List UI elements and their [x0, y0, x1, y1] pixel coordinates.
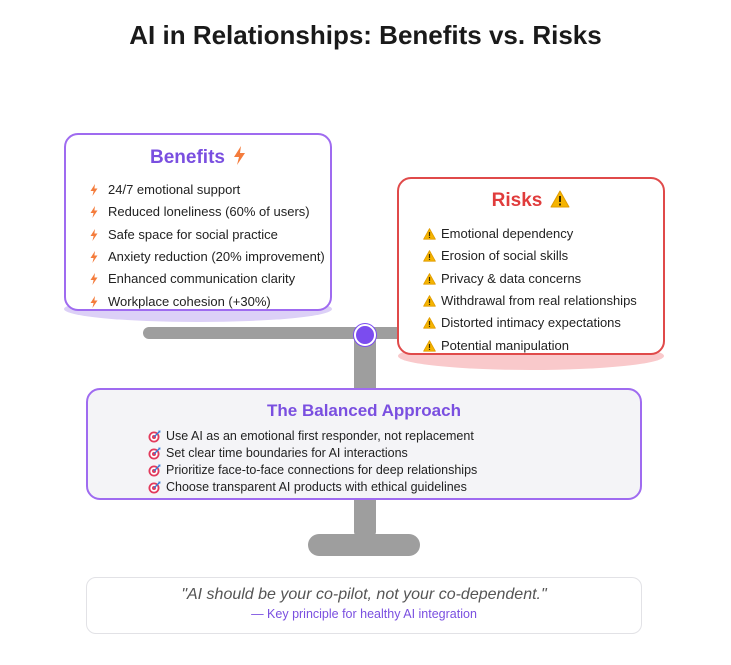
lightning-icon: [90, 273, 108, 286]
scale-pillar-upper: [354, 340, 376, 395]
lightning-icon: [90, 184, 108, 197]
target-icon: [148, 430, 166, 443]
balanced-approach-list: Use AI as an emotional first responder, …: [88, 428, 640, 496]
lightning-icon: [90, 206, 108, 219]
lightning-icon: [90, 228, 108, 241]
benefits-item-label: Anxiety reduction (20% improvement): [108, 249, 325, 265]
approach-item-label: Use AI as an emotional first responder, …: [166, 429, 474, 443]
approach-item: Use AI as an emotional first responder, …: [148, 428, 640, 445]
scale-pivot: [354, 324, 376, 346]
risks-heading: Risks: [399, 190, 663, 214]
balanced-approach-panel: The Balanced Approach Use AI as an emoti…: [86, 388, 642, 500]
approach-item-label: Prioritize face-to-face connections for …: [166, 463, 478, 477]
benefits-item: Reduced loneliness (60% of users): [90, 201, 330, 223]
benefits-item: Anxiety reduction (20% improvement): [90, 246, 330, 268]
warning-icon: [423, 250, 441, 263]
approach-item-label: Set clear time boundaries for AI interac…: [166, 446, 408, 460]
warning-icon: [423, 295, 441, 307]
benefits-heading: Benefits: [66, 146, 330, 170]
warning-icon: [423, 317, 441, 329]
warning-icon: [423, 228, 441, 240]
quote-box: "AI should be your co-pilot, not your co…: [86, 577, 642, 634]
warning-icon: [423, 339, 441, 352]
target-icon: [148, 481, 166, 494]
risks-item: Emotional dependency: [423, 223, 663, 245]
benefits-title: Benefits: [150, 147, 225, 168]
scale-base: [308, 534, 420, 556]
warning-icon: [423, 272, 441, 285]
benefits-item: 24/7 emotional support: [90, 179, 330, 201]
benefits-item: Enhanced communication clarity: [90, 268, 330, 290]
approach-item: Choose transparent AI products with ethi…: [148, 479, 640, 496]
quote-text: "AI should be your co-pilot, not your co…: [181, 586, 547, 603]
risks-item: Erosion of social skills: [423, 245, 663, 267]
risks-item-label: Erosion of social skills: [441, 248, 569, 264]
benefits-item: Safe space for social practice: [90, 224, 330, 246]
risks-item-label: Withdrawal from real relationships: [441, 293, 637, 309]
approach-item-label: Choose transparent AI products with ethi…: [166, 480, 467, 494]
risks-item-label: Distorted intimacy expectations: [441, 315, 621, 331]
benefits-item: Workplace cohesion (+30%): [90, 290, 330, 312]
target-icon: [148, 447, 166, 460]
risks-item: Potential manipulation: [423, 334, 663, 356]
risks-item-label: Emotional dependency: [441, 226, 574, 242]
lightning-icon: [90, 295, 108, 308]
benefits-item-label: 24/7 emotional support: [108, 182, 241, 198]
benefits-item-label: Enhanced communication clarity: [108, 271, 296, 287]
lightning-icon: [233, 146, 246, 171]
benefits-item-label: Workplace cohesion (+30%): [108, 293, 271, 309]
quote-attribution: — Key principle for healthy AI integrati…: [251, 607, 477, 621]
approach-item: Set clear time boundaries for AI interac…: [148, 445, 640, 462]
risks-item: Privacy & data concerns: [423, 268, 663, 290]
balanced-approach-title: The Balanced Approach: [267, 401, 461, 420]
lightning-icon: [90, 251, 108, 264]
approach-item: Prioritize face-to-face connections for …: [148, 462, 640, 479]
benefits-item-label: Safe space for social practice: [108, 226, 278, 242]
scale-pillar-lower: [354, 496, 376, 536]
risks-item: Distorted intimacy expectations: [423, 312, 663, 334]
risks-item-label: Privacy & data concerns: [441, 270, 582, 286]
page-title: AI in Relationships: Benefits vs. Risks: [129, 20, 602, 50]
risks-item-label: Potential manipulation: [441, 337, 569, 353]
risks-item: Withdrawal from real relationships: [423, 290, 663, 312]
warning-icon: [550, 190, 570, 214]
benefits-item-label: Reduced loneliness (60% of users): [108, 204, 310, 220]
target-icon: [148, 464, 166, 477]
risks-title: Risks: [491, 190, 543, 211]
